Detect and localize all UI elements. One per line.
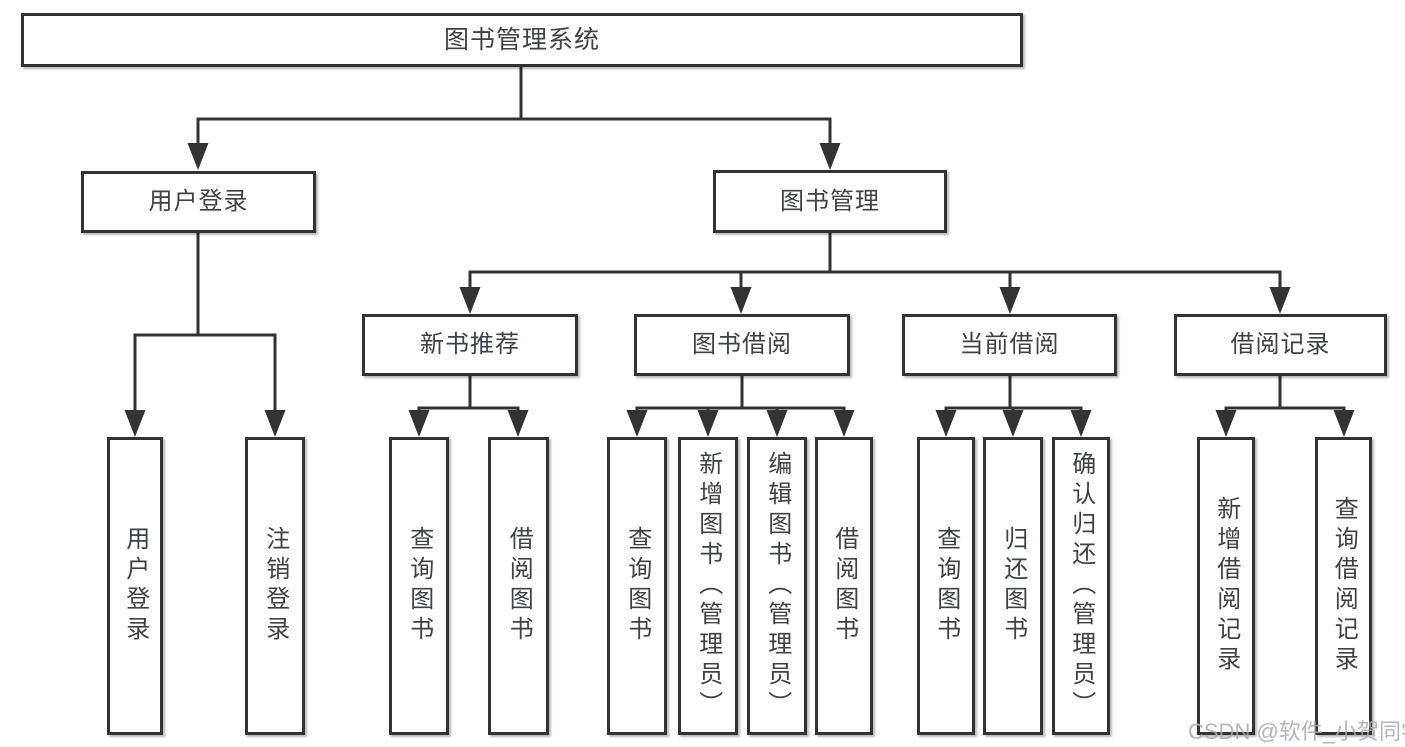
connector-root-to-level2	[196, 65, 832, 148]
leaf-query-books-current: 查询图书	[917, 437, 975, 735]
node-borrow-records: 借阅记录	[1174, 314, 1387, 376]
connector-current-borrow-to-leaves	[944, 374, 1083, 414]
node-label: 新增借阅记录	[1212, 496, 1240, 676]
node-label: 用户登录	[121, 526, 149, 646]
node-label: 查询借阅记录	[1330, 496, 1358, 676]
leaf-borrow-books: 借阅图书	[815, 437, 873, 735]
leaf-edit-book-admin: 编辑图书（管理员）	[747, 437, 807, 735]
leaf-query-books-recommend: 查询图书	[389, 437, 449, 735]
node-label: 查询图书	[623, 526, 651, 646]
node-label: 用户登录	[148, 188, 249, 216]
node-label: 归还图书	[999, 526, 1027, 646]
leaf-add-borrow-record: 新增借阅记录	[1197, 437, 1255, 735]
connector-book-borrow-to-leaves	[635, 374, 846, 414]
leaf-add-book-admin: 新增图书（管理员）	[678, 437, 738, 735]
node-label: 编辑图书（管理员）	[763, 451, 791, 721]
node-label: 查询图书	[405, 526, 433, 646]
node-label: 注销登录	[261, 526, 289, 646]
leaf-user-login: 用户登录	[107, 437, 163, 735]
connector-user-login-to-leaves	[133, 231, 277, 414]
node-label: 图书借阅	[692, 331, 792, 359]
leaf-confirm-return-admin: 确认归还（管理员）	[1052, 437, 1110, 735]
leaf-borrow-books-recommend: 借阅图书	[488, 437, 549, 735]
node-library-management-system: 图书管理系统	[21, 13, 1023, 67]
node-book-borrow: 图书借阅	[634, 314, 850, 376]
node-label: 借阅图书	[505, 526, 533, 646]
connector-book-management-to-level3	[468, 231, 1282, 291]
leaf-return-books: 归还图书	[983, 437, 1043, 735]
node-label: 图书管理系统	[443, 25, 600, 54]
node-user-login: 用户登录	[81, 171, 316, 233]
node-label: 图书管理	[780, 187, 880, 215]
leaf-query-borrow-record: 查询借阅记录	[1315, 437, 1372, 735]
node-book-management: 图书管理	[713, 170, 947, 233]
node-label: 新增图书（管理员）	[694, 451, 722, 721]
leaf-logout: 注销登录	[245, 437, 305, 735]
connector-borrow-records-to-leaves	[1224, 374, 1346, 414]
node-label: 新书推荐	[420, 331, 520, 359]
node-label: 借阅记录	[1230, 331, 1331, 359]
node-label: 确认归还（管理员）	[1067, 451, 1095, 721]
node-current-borrow: 当前借阅	[902, 314, 1117, 376]
arrow-down-icons	[124, 143, 1355, 437]
connector-new-book-recommend-to-leaves	[417, 374, 520, 414]
node-label: 当前借阅	[959, 331, 1060, 359]
node-label: 查询图书	[932, 526, 960, 646]
node-new-book-recommend: 新书推荐	[362, 314, 578, 376]
leaf-query-books-borrow: 查询图书	[607, 437, 667, 735]
csdn-watermark: CSDN @软件_小贺同学	[1188, 719, 1405, 744]
node-label: 借阅图书	[830, 526, 858, 646]
